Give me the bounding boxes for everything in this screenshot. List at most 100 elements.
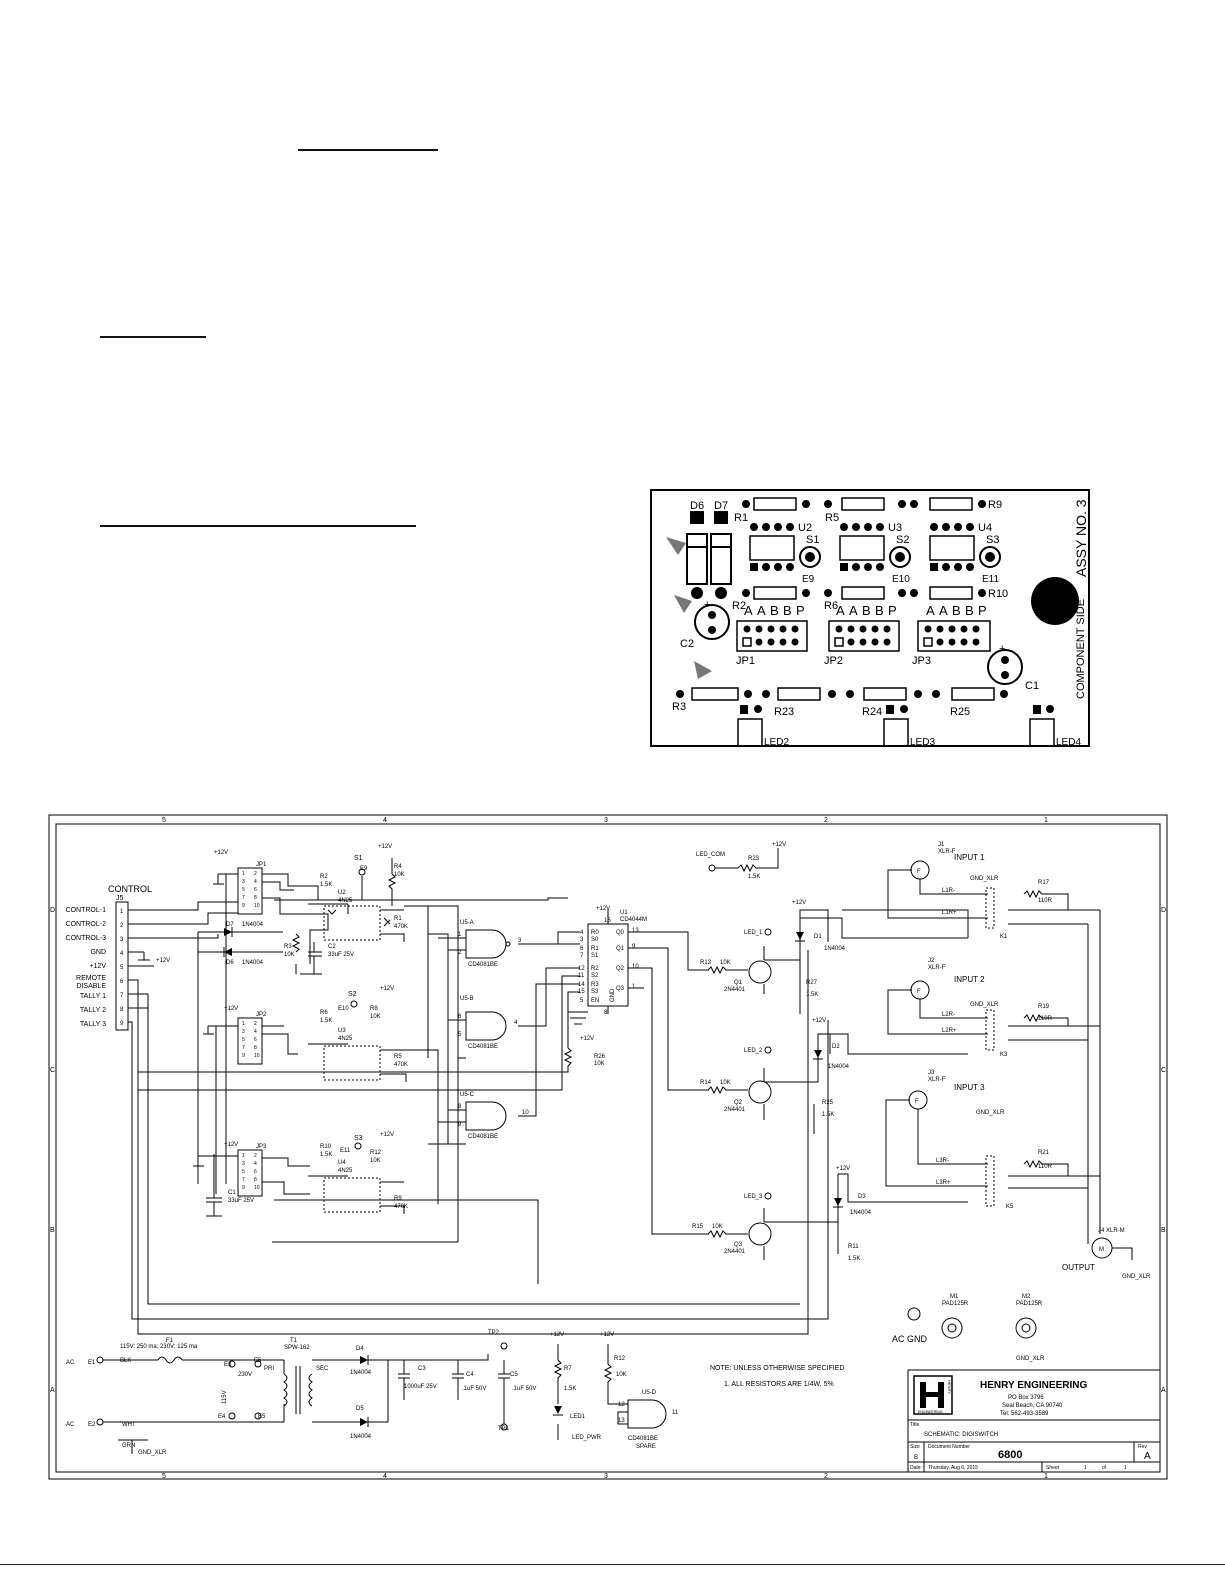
svg-text:R17: R17 [1038, 880, 1050, 886]
svg-text:10K: 10K [594, 1061, 605, 1067]
svg-text:GND: GND [90, 949, 106, 956]
svg-text:D: D [1161, 907, 1166, 914]
svg-text:10: 10 [522, 1110, 529, 1116]
svg-text:R6: R6 [320, 1010, 328, 1016]
svg-text:C: C [1161, 1067, 1166, 1074]
svg-text:XLR-F: XLR-F [938, 849, 956, 855]
pcb-label-r6: R6 [824, 600, 838, 612]
pcb-label-d7: D7 [714, 500, 728, 512]
svg-text:CD4081BE: CD4081BE [468, 1044, 498, 1050]
opto-u3: U3 4N25 R6 1.5K S2 E10 R8 10K R5 470K +1… [308, 986, 408, 1082]
svg-text:3: 3 [242, 1029, 245, 1035]
svg-text:A: A [926, 603, 935, 618]
heading-underline-3 [100, 525, 416, 527]
svg-text:4N25: 4N25 [338, 1036, 353, 1042]
svg-text:2: 2 [458, 950, 462, 956]
svg-text:2N4401: 2N4401 [724, 987, 746, 993]
svg-text:S1: S1 [354, 855, 363, 862]
svg-text:Sheet: Sheet [1046, 1465, 1060, 1471]
svg-text:INPUT 3: INPUT 3 [954, 1083, 985, 1092]
svg-text:D4: D4 [356, 1346, 364, 1352]
arrow-marker-icon [674, 595, 692, 613]
svg-text:6: 6 [254, 1037, 257, 1043]
svg-text:R8: R8 [370, 1006, 378, 1012]
svg-text:R14: R14 [700, 1080, 712, 1086]
svg-text:WHT: WHT [122, 1422, 136, 1428]
relay-contacts [985, 887, 1101, 1244]
svg-text:LED1: LED1 [570, 1414, 586, 1420]
svg-text:1N4004: 1N4004 [242, 960, 264, 966]
gate-u5a: U5-A CD4081BE 1 2 3 [458, 920, 522, 968]
svg-text:5: 5 [580, 998, 584, 1004]
svg-text:L1R-: L1R- [942, 888, 955, 894]
svg-text:2: 2 [254, 871, 257, 877]
pcb-label-r5: R5 [825, 512, 839, 524]
svg-text:B: B [770, 603, 779, 618]
svg-text:1: 1 [242, 1021, 245, 1027]
svg-text:13: 13 [618, 1418, 625, 1424]
svg-text:13: 13 [632, 928, 639, 934]
svg-text:XLR-M: XLR-M [1106, 1228, 1125, 1234]
svg-text:1. ALL RESISTORS ARE 1/4W, 5%: 1. ALL RESISTORS ARE 1/4W, 5% [724, 1381, 834, 1388]
svg-text:INPUT 1: INPUT 1 [954, 853, 985, 862]
svg-text:1.5K: 1.5K [320, 882, 332, 888]
svg-text:A: A [50, 1387, 55, 1394]
svg-text:7: 7 [580, 953, 584, 959]
output-j4: M J4 XLR-M OUTPUT GND_XLR [1062, 1228, 1151, 1280]
svg-text:1: 1 [458, 932, 462, 938]
svg-text:E2: E2 [88, 1422, 96, 1428]
svg-text:D6: D6 [226, 960, 234, 966]
svg-text:GRN: GRN [122, 1443, 135, 1449]
svg-text:8: 8 [254, 895, 257, 901]
svg-text:R15: R15 [692, 1224, 704, 1230]
svg-text:J5: J5 [116, 895, 124, 902]
svg-text:1N4004: 1N4004 [850, 1210, 872, 1216]
svg-text:TALLY 1: TALLY 1 [80, 993, 106, 1000]
svg-text:F: F [915, 1099, 919, 1105]
svg-text:CD4081BE: CD4081BE [468, 1134, 498, 1140]
svg-text:Q3: Q3 [616, 986, 625, 992]
svg-text:R11: R11 [848, 1244, 859, 1250]
pcb-label-u2: U2 [798, 522, 812, 534]
svg-text:D7: D7 [226, 922, 234, 928]
schematic: 5 4 3 2 1 5 4 3 2 1 D C B A D C B A CONT… [48, 814, 1168, 1480]
svg-text:A: A [849, 603, 858, 618]
pcb-label-jp1: JP1 [736, 655, 755, 667]
svg-text:Title: Title [910, 1422, 919, 1428]
svg-text:U2: U2 [338, 890, 346, 896]
svg-text:PO Box 3796: PO Box 3796 [1008, 1395, 1044, 1401]
pcb-label-r24: R24 [862, 706, 882, 718]
svg-text:R2: R2 [591, 966, 599, 972]
pcb-side-label: COMPONENT SIDE [1075, 599, 1087, 699]
svg-text:+12V: +12V [580, 1036, 594, 1042]
svg-text:A: A [744, 603, 753, 618]
svg-text:1N4004: 1N4004 [242, 922, 264, 928]
arrow-marker-icon [694, 661, 712, 679]
pcb-resistor-row-mid: R2 R6 R10 [732, 586, 1008, 612]
svg-text:14: 14 [578, 982, 585, 988]
svg-text:R1: R1 [591, 946, 599, 952]
svg-text:1: 1 [120, 909, 124, 915]
svg-text:+12V: +12V [378, 844, 392, 850]
power-wires [96, 1342, 628, 1454]
svg-text:3: 3 [518, 938, 522, 944]
svg-text:INPUT 2: INPUT 2 [954, 975, 985, 984]
svg-text:R12: R12 [614, 1356, 626, 1362]
svg-text:9: 9 [242, 1185, 245, 1191]
svg-text:1: 1 [242, 1153, 245, 1159]
svg-text:1N4004: 1N4004 [350, 1370, 372, 1376]
svg-text:A: A [1144, 1451, 1151, 1462]
svg-text:4: 4 [254, 1161, 257, 1167]
svg-text:GND_XLR: GND_XLR [970, 876, 999, 882]
svg-text:CD4081BE: CD4081BE [628, 1436, 658, 1442]
svg-text:E4: E4 [218, 1414, 226, 1420]
gate-u5b: U5-B CD4081BE 6 5 4 [458, 996, 518, 1050]
page-bottom-rule [0, 1564, 1225, 1565]
schematic-notes: NOTE: UNLESS OTHERWISE SPECIFIED 1. ALL … [710, 1365, 844, 1388]
svg-text:3: 3 [580, 937, 584, 943]
svg-text:+12V: +12V [224, 1006, 238, 1012]
svg-text:AC: AC [66, 1422, 75, 1428]
pcb-resistor-row-bot: R3 R23 R24 R25 [672, 687, 1008, 718]
svg-text:+12V: +12V [596, 906, 610, 912]
svg-text:A: A [757, 603, 766, 618]
